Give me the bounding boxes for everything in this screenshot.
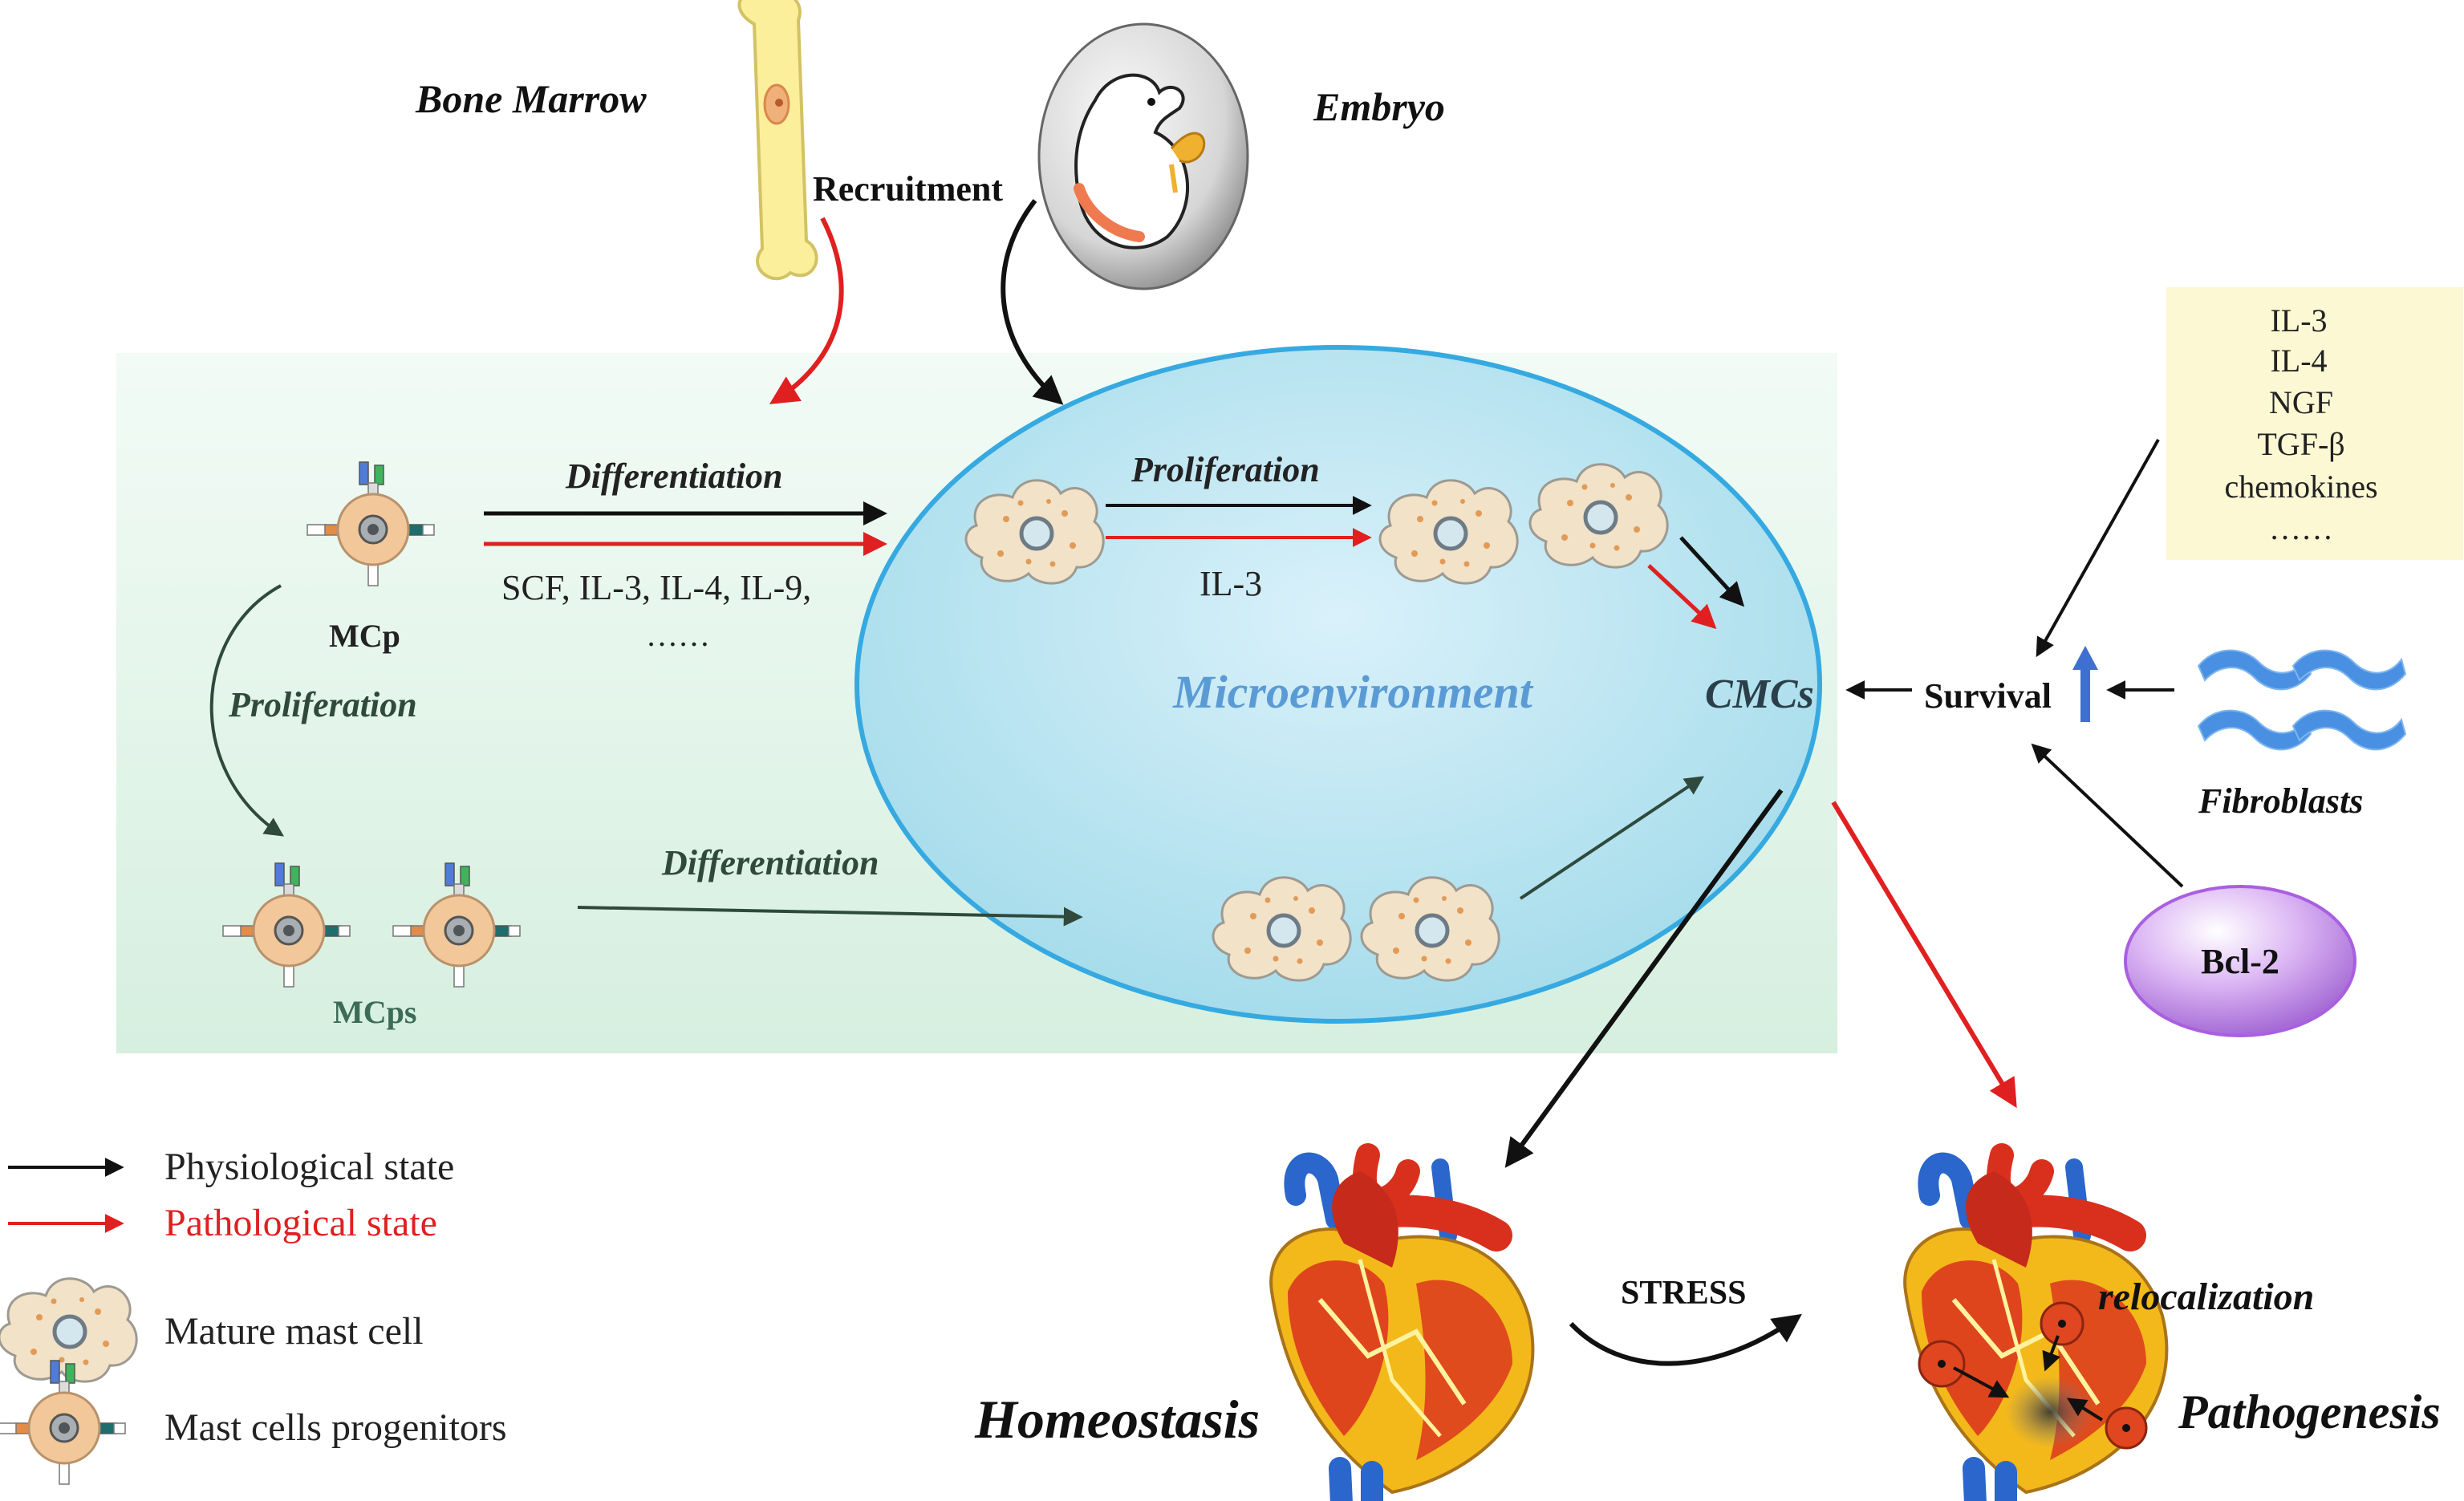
micro-proliferation-label: Proliferation <box>1131 450 1320 489</box>
to-cmcs-arrow-pathological <box>1647 564 1717 630</box>
cytokine-box <box>2166 287 2463 560</box>
legend-pathological-label: Pathological state <box>164 1202 437 1244</box>
homeostasis-label: Homeostasis <box>974 1389 1260 1450</box>
micro-il3-label: IL-3 <box>1200 564 1262 603</box>
proliferation-label: Proliferation <box>228 685 417 724</box>
stress-arrow <box>1569 1313 1802 1366</box>
differentiation-arrow-bottom <box>577 906 1083 927</box>
cmcs-label: CMCs <box>1705 671 1814 717</box>
fibroblast-icon <box>2198 649 2406 751</box>
legend-mature-label: Mature mast cell <box>164 1310 424 1353</box>
recruitment-arrow-bone <box>769 217 844 404</box>
legend: Physiological state Pathological state M… <box>0 1146 507 1486</box>
bone-icon <box>737 0 818 281</box>
to-cmcs-arrow-physiological <box>1679 536 1745 607</box>
survival-factor: NGF <box>2269 384 2333 420</box>
recruitment-arrow-embryo <box>1001 199 1064 405</box>
microenvironment-label: Microenvironment <box>1172 666 1534 718</box>
factors-line2: …… <box>646 617 710 653</box>
factors-line1: SCF, IL-3, IL-4, IL-9, <box>501 568 811 607</box>
relocalization-label: relocalization <box>2098 1276 2314 1318</box>
legend-progenitors-label: Mast cells progenitors <box>164 1406 507 1449</box>
survival-factor: IL-4 <box>2270 343 2327 379</box>
survival-factor: IL-3 <box>2270 302 2327 339</box>
fibroblasts-label: Fibroblasts <box>2198 781 2363 821</box>
cytokines-to-survival-arrow <box>2036 439 2160 658</box>
differentiation-bottom-label: Differentiation <box>661 843 879 882</box>
survival-factor: …… <box>2269 510 2333 546</box>
bcl2-label: Bcl-2 <box>2201 942 2279 981</box>
bcl2-ellipse <box>2124 885 2356 1037</box>
pathogenesis-label: Pathogenesis <box>2178 1385 2441 1438</box>
heart-icon <box>1271 1155 1532 1501</box>
differentiation-top-label: Differentiation <box>565 456 783 496</box>
survival-factor: TGF-β <box>2257 426 2344 462</box>
progenitor-icon <box>0 1359 127 1486</box>
bottom-to-cmcs-arrow <box>1519 776 1704 900</box>
embryo-label: Embryo <box>1313 84 1445 129</box>
bcl2-to-survival-arrow <box>2031 743 2184 888</box>
cmcs-to-pathogenesis-arrow <box>1831 801 2017 1109</box>
legend-physiological-label: Physiological state <box>164 1146 454 1188</box>
survival-label: Survival <box>1924 676 2052 716</box>
stress-label: STRESS <box>1621 1275 1746 1312</box>
proliferation-arrow <box>209 584 284 837</box>
cmcs-to-homeostasis-arrow <box>1504 789 1784 1168</box>
bone-marrow-label: Bone Marrow <box>415 76 647 121</box>
mcps-label: MCps <box>333 994 416 1030</box>
survival-factor: chemokines <box>2224 469 2377 505</box>
mcp-label: MCp <box>329 618 400 654</box>
lesion-marker <box>1918 1301 2148 1450</box>
recruitment-label: Recruitment <box>813 169 1003 209</box>
up-arrow-icon <box>2072 646 2098 722</box>
embryo-icon <box>1037 22 1249 290</box>
